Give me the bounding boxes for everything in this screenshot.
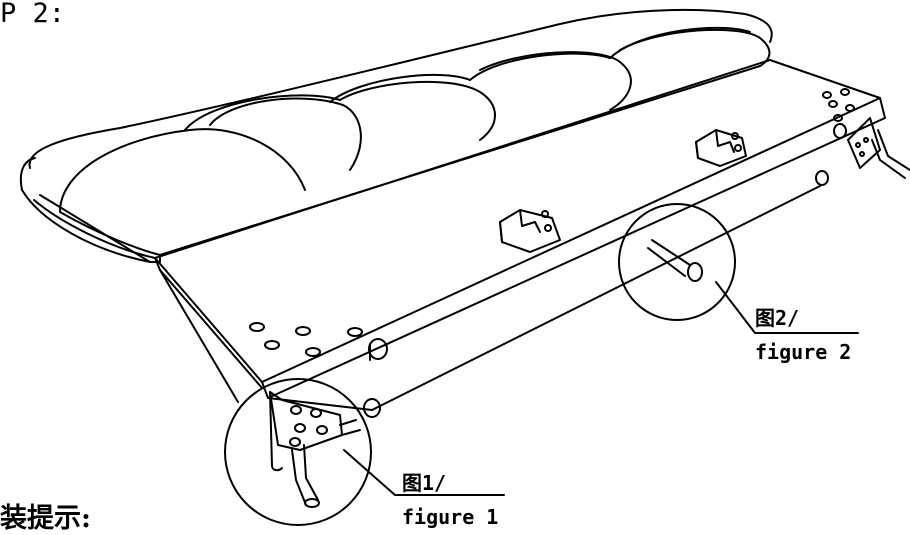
front-face-holes bbox=[249, 88, 855, 357]
figure1-detail bbox=[224, 378, 505, 526]
leader-line bbox=[159, 269, 239, 403]
figure1-label-en: figure 1 bbox=[402, 505, 499, 529]
right-corner-bracket bbox=[847, 117, 910, 179]
front-pins bbox=[363, 123, 847, 418]
step-heading: P 2: bbox=[0, 0, 66, 29]
figure2-detail bbox=[618, 203, 859, 334]
connector-plate-right bbox=[695, 129, 747, 167]
figure1-label-cn: 图1/ bbox=[402, 471, 447, 495]
base-board bbox=[154, 59, 886, 411]
connector-plate-left bbox=[499, 209, 561, 253]
figure2-label-cn: 图2/ bbox=[755, 306, 800, 330]
figure2-label-en: figure 2 bbox=[755, 340, 852, 364]
backrest-cushions bbox=[19, 8, 773, 263]
assembly-note: 装提示: bbox=[0, 503, 91, 534]
